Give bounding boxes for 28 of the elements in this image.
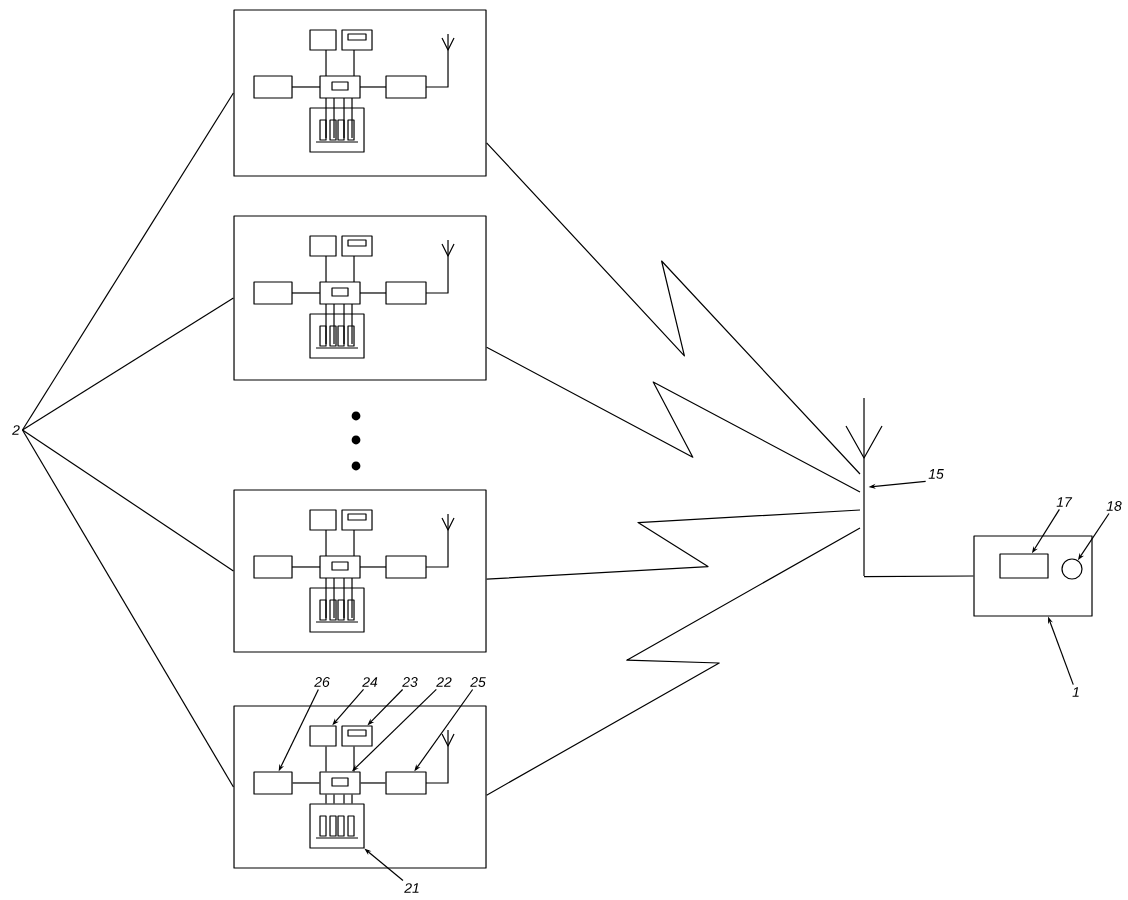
block-box [309, 725, 337, 747]
connection-line [353, 746, 355, 772]
block-box [385, 771, 427, 795]
knob-circle [1061, 558, 1083, 580]
socket-block [309, 803, 365, 849]
block-box [233, 489, 487, 653]
display-box [319, 771, 361, 795]
wireless-link [486, 509, 861, 580]
leader-line [21, 92, 234, 431]
block-box [233, 9, 487, 177]
block-box [999, 553, 1049, 579]
connection-line [292, 782, 320, 784]
wireless-link [486, 527, 861, 796]
block-box [233, 215, 487, 381]
leader-line [21, 297, 234, 431]
block-box [973, 535, 1093, 617]
connection-line [325, 794, 353, 804]
display-box [341, 725, 373, 747]
cable-line [863, 575, 974, 578]
block-box [253, 771, 293, 795]
leader-line [21, 429, 234, 572]
connection-line [360, 782, 386, 784]
wireless-link [486, 346, 861, 493]
antenna-symbol [845, 397, 883, 577]
wireless-link [486, 142, 861, 475]
connection-line [325, 746, 327, 772]
block-box [233, 705, 487, 869]
leader-line [21, 429, 234, 788]
